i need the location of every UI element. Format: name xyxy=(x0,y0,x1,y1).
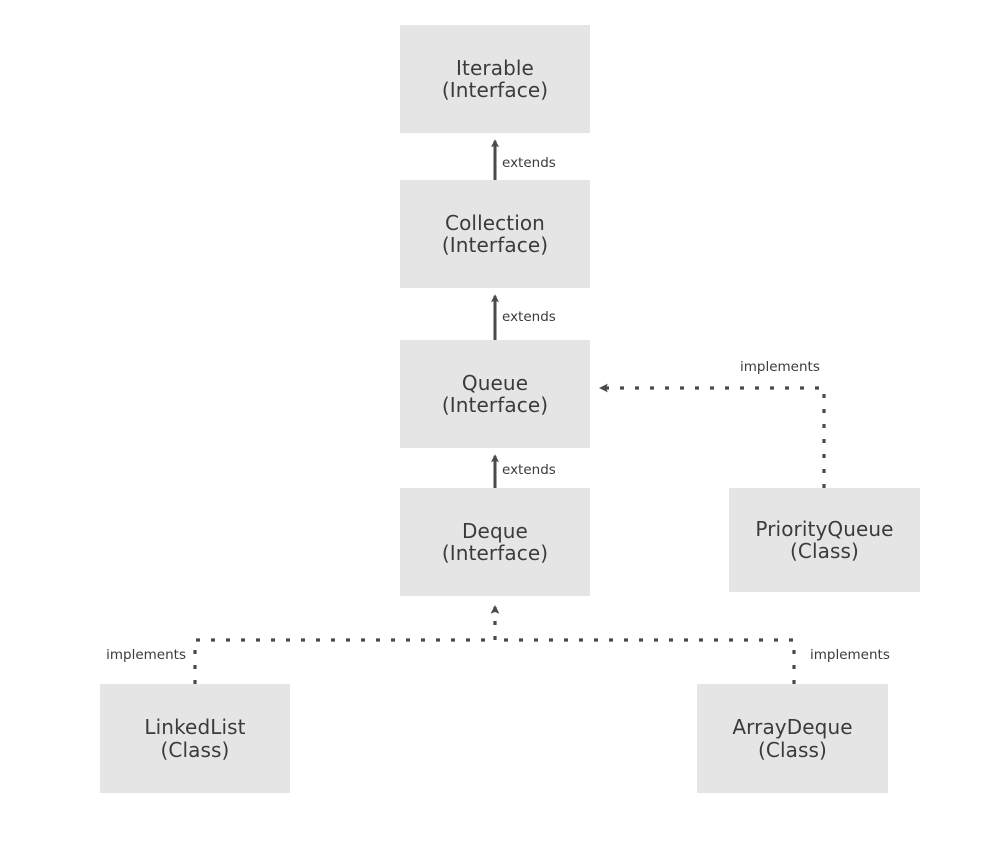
node-deque[interactable]: Deque (Interface) xyxy=(400,488,590,596)
node-iterable-stereotype: (Interface) xyxy=(441,78,549,102)
edge-label-implements-arraydeque: implements xyxy=(810,647,890,663)
node-collection[interactable]: Collection (Interface) xyxy=(400,180,590,288)
edge-linkedlist-implements-deque xyxy=(193,638,495,684)
edge-label-extends-deque-queue: extends xyxy=(502,462,556,478)
node-priorityqueue[interactable]: PriorityQueue (Class) xyxy=(729,488,920,592)
node-linkedlist[interactable]: LinkedList (Class) xyxy=(100,684,290,793)
node-queue[interactable]: Queue (Interface) xyxy=(400,340,590,448)
edge-label-extends-collection-iterable: extends xyxy=(502,155,556,171)
node-collection-title: Collection xyxy=(445,210,545,235)
node-deque-title: Deque xyxy=(462,518,528,543)
edge-arraydeque-implements-deque xyxy=(495,638,796,684)
edge-priorityqueue-implements-queue xyxy=(599,383,826,488)
node-priorityqueue-stereotype: (Class) xyxy=(790,539,859,563)
node-iterable[interactable]: Iterable (Interface) xyxy=(400,25,590,133)
node-arraydeque[interactable]: ArrayDeque (Class) xyxy=(697,684,888,793)
edge-label-implements-linkedlist: implements xyxy=(106,647,186,663)
node-priorityqueue-title: PriorityQueue xyxy=(755,516,894,541)
node-linkedlist-title: LinkedList xyxy=(144,715,246,740)
node-iterable-title: Iterable xyxy=(456,55,534,80)
node-linkedlist-stereotype: (Class) xyxy=(160,737,230,762)
edge-label-implements-priorityqueue: implements xyxy=(740,359,820,375)
node-queue-stereotype: (Interface) xyxy=(441,393,549,417)
node-arraydeque-title: ArrayDeque xyxy=(732,715,853,740)
node-collection-stereotype: (Interface) xyxy=(441,233,549,257)
node-queue-title: Queue xyxy=(461,370,529,395)
node-arraydeque-stereotype: (Class) xyxy=(758,737,827,762)
edge-label-extends-queue-collection: extends xyxy=(502,309,556,325)
node-deque-stereotype: (Interface) xyxy=(441,541,549,565)
